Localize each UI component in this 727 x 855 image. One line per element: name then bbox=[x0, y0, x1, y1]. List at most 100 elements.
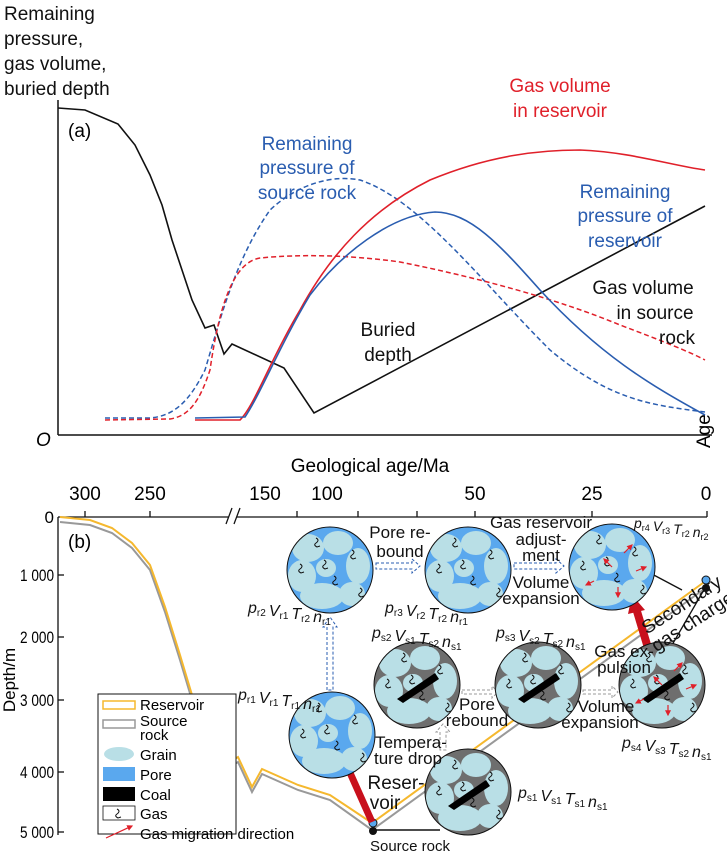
label-source-gas-volume: Gas volume in source rock bbox=[592, 278, 695, 349]
grain bbox=[294, 699, 326, 727]
grain bbox=[348, 713, 372, 749]
grain bbox=[302, 748, 346, 774]
gas-icon bbox=[558, 664, 565, 675]
gas-icon bbox=[488, 549, 495, 560]
legend-label: Coal bbox=[140, 787, 171, 804]
annotation: ment bbox=[522, 546, 560, 565]
annotation: adjust- bbox=[515, 530, 566, 549]
grain bbox=[433, 663, 457, 699]
pore-circle-r4 bbox=[568, 523, 656, 611]
uplift-arrow bbox=[322, 616, 338, 691]
label-buried-depth: Buried depth bbox=[361, 320, 416, 366]
x-tick-label: 25 bbox=[581, 484, 602, 505]
source-leader-line-right bbox=[671, 587, 706, 646]
grain bbox=[477, 582, 503, 606]
annotation: Pore re- bbox=[369, 523, 430, 542]
grain bbox=[598, 556, 618, 574]
annotation: Gas ex- bbox=[594, 642, 654, 661]
grain-icon bbox=[104, 747, 134, 761]
grain bbox=[624, 649, 656, 677]
legend: Reservoir Source rock Grain Pore Coal bbox=[97, 693, 294, 843]
origin-label: O bbox=[36, 430, 51, 451]
pore-circles bbox=[286, 523, 706, 836]
annotation: voir bbox=[370, 793, 401, 814]
gas-icon bbox=[460, 781, 467, 792]
gas-icon bbox=[452, 537, 459, 548]
source-rock-point bbox=[369, 827, 377, 835]
grain bbox=[671, 697, 697, 721]
grain bbox=[605, 528, 635, 552]
annotation: Reser- bbox=[367, 773, 424, 794]
secondary-charge-arrow bbox=[632, 606, 652, 650]
curve-label: reservoir bbox=[588, 231, 663, 252]
grain bbox=[426, 560, 454, 592]
grain bbox=[484, 548, 508, 584]
grain bbox=[547, 697, 573, 721]
curve-label: in source bbox=[616, 303, 693, 324]
curve-label: Gas volume bbox=[509, 76, 610, 97]
y-tick-label: 1 000 bbox=[20, 566, 54, 585]
curve-label: rock bbox=[659, 328, 695, 349]
gas-icon bbox=[409, 674, 416, 685]
grain bbox=[323, 531, 353, 555]
legend-label: Grain bbox=[140, 747, 177, 764]
source-pressure-curve bbox=[105, 177, 706, 419]
legend-coal: Coal bbox=[103, 787, 171, 804]
migration-arrow bbox=[634, 698, 645, 704]
gas-icon bbox=[506, 678, 513, 689]
grain bbox=[461, 753, 491, 777]
pore-icon bbox=[103, 767, 135, 781]
x-tick-label: 150 bbox=[249, 484, 281, 505]
y-tick-label: 3 000 bbox=[20, 691, 54, 710]
grain bbox=[531, 646, 561, 670]
annotation: rebound bbox=[446, 711, 508, 730]
migration-arrow bbox=[635, 565, 648, 572]
reservoir-leader-line bbox=[649, 572, 683, 591]
gas-icon bbox=[316, 702, 323, 713]
y-title-line: Remaining bbox=[4, 4, 95, 25]
grain bbox=[290, 725, 318, 757]
legend-label: Pore bbox=[140, 767, 172, 784]
gas-icon bbox=[401, 652, 408, 663]
label-gas-volume-reservoir: Gas volume in reservoir bbox=[509, 76, 610, 122]
curve-label: Gas volume bbox=[592, 278, 693, 299]
x-tick-label: 0 bbox=[701, 484, 712, 505]
reservoir-gas-volume-curve bbox=[195, 149, 706, 421]
migration-arrow bbox=[653, 676, 663, 686]
reservoir-pressure-curve bbox=[194, 211, 706, 419]
label-source-pressure: Remaining pressure of source rock bbox=[258, 134, 357, 204]
gas-icon bbox=[332, 575, 339, 586]
gas-icon bbox=[437, 664, 444, 675]
gas-icon bbox=[298, 563, 305, 574]
y-axis-title: Depth/m bbox=[0, 648, 19, 712]
grain bbox=[621, 579, 647, 603]
grain bbox=[426, 782, 454, 814]
y-tick-label: 5 000 bbox=[20, 823, 54, 842]
gas-icon bbox=[640, 584, 647, 595]
gas-icon bbox=[632, 546, 639, 557]
grain bbox=[325, 696, 355, 720]
annotation: Volume bbox=[578, 697, 635, 716]
curve-label: Buried bbox=[361, 320, 416, 341]
legend-grain: Grain bbox=[104, 747, 177, 764]
grain bbox=[387, 698, 431, 724]
curve-label: source rock bbox=[258, 183, 357, 204]
annotation: Pore bbox=[459, 695, 495, 714]
grain bbox=[292, 534, 324, 562]
legend-label: Gas migration direction bbox=[140, 826, 294, 843]
gas-icon bbox=[470, 797, 477, 808]
annotation: Tempera- bbox=[375, 733, 447, 752]
grain bbox=[379, 649, 411, 677]
gas-icon bbox=[646, 652, 653, 663]
grain bbox=[628, 545, 652, 581]
grain bbox=[508, 698, 552, 724]
grain bbox=[410, 646, 440, 670]
gas-icon bbox=[324, 724, 331, 735]
gas-icon bbox=[436, 563, 443, 574]
gas-icon bbox=[445, 702, 452, 713]
